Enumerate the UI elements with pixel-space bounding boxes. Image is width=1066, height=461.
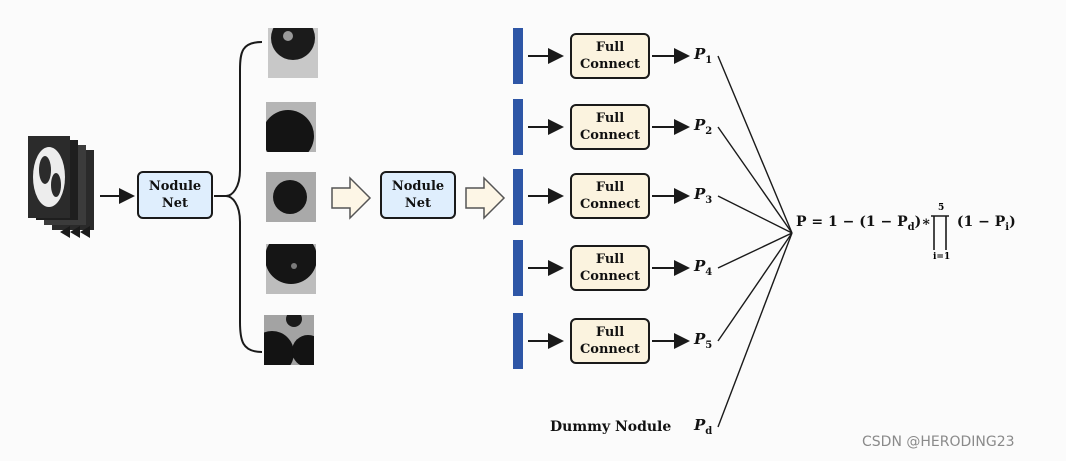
fc-label-line1: Full bbox=[595, 325, 625, 340]
nodule-net-label-line2: Net bbox=[161, 196, 189, 211]
nodule-net-label-line1: Nodule bbox=[148, 179, 202, 194]
output-p2: P2 bbox=[694, 116, 713, 137]
fc-label-line1: Full bbox=[595, 180, 625, 195]
product-upper-bound: 5 bbox=[938, 203, 945, 213]
hollow-arrow-2 bbox=[465, 176, 506, 220]
feature-bar-1 bbox=[513, 28, 523, 84]
fc-label-line1: Full bbox=[595, 40, 625, 55]
nodule-thumbnail-3 bbox=[266, 172, 316, 222]
bar-to-fc-arrows bbox=[528, 48, 564, 349]
nodule-net-label-line1: Nodule bbox=[391, 179, 445, 194]
probability-formula: P = 1 − (1 − Pd)∗(1 − Pi) bbox=[796, 214, 1016, 233]
feature-bar-3 bbox=[513, 169, 523, 225]
fc-label-line1: Full bbox=[595, 252, 625, 267]
nodule-net-box-2: Nodule Net bbox=[380, 171, 456, 219]
fc-to-output-arrows bbox=[652, 48, 690, 349]
feature-bar-5 bbox=[513, 313, 523, 369]
nodule-thumbnail-1 bbox=[268, 28, 318, 78]
convergence-lines bbox=[717, 55, 793, 428]
fc-label-line2: Connect bbox=[579, 57, 641, 72]
nodule-net-label-line2: Net bbox=[404, 196, 432, 211]
output-p4: P4 bbox=[694, 257, 713, 278]
nodule-thumbnail-4 bbox=[266, 244, 316, 294]
output-p5: P5 bbox=[694, 330, 713, 351]
product-operator bbox=[931, 215, 949, 250]
fc-label-line2: Connect bbox=[579, 269, 641, 284]
output-p3: P3 bbox=[694, 185, 713, 206]
fc-label-line1: Full bbox=[595, 111, 625, 126]
product-lower-bound: i=1 bbox=[933, 252, 951, 262]
feature-bar-4 bbox=[513, 240, 523, 296]
dummy-nodule-label: Dummy Nodule bbox=[550, 419, 672, 435]
fc-label-line2: Connect bbox=[579, 197, 641, 212]
hollow-arrow-1 bbox=[331, 176, 372, 220]
feature-bar-2 bbox=[513, 99, 523, 155]
nodule-net-box-1: Nodule Net bbox=[137, 171, 213, 219]
output-p1: P1 bbox=[694, 45, 713, 66]
curly-brace bbox=[225, 41, 263, 353]
fc-label-line2: Connect bbox=[579, 342, 641, 357]
nodule-thumbnail-2 bbox=[266, 102, 316, 152]
watermark: CSDN @HERODING23 bbox=[862, 434, 1015, 450]
nodule-thumbnail-5 bbox=[264, 315, 314, 365]
output-pd: Pd bbox=[694, 416, 713, 437]
ct-scan-stack-icon bbox=[28, 136, 94, 238]
fc-label-line2: Connect bbox=[579, 128, 641, 143]
